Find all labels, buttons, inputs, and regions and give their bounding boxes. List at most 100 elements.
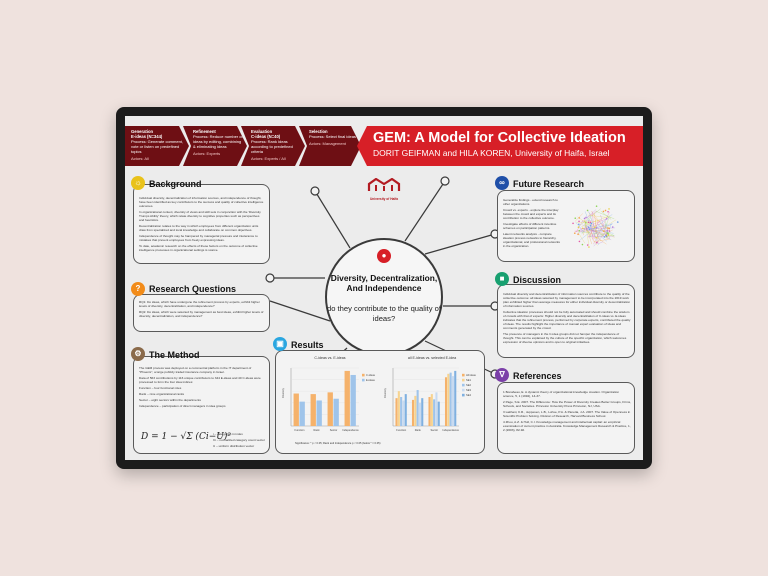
- network-edge: [596, 219, 599, 228]
- network-edge: [600, 210, 612, 220]
- network-node: [587, 226, 590, 229]
- paragraph: Data of 563 contributions by 116 unique …: [139, 376, 261, 384]
- central-subquestion: do they contribute to the quality of ide…: [327, 304, 441, 323]
- stage-process: Process: Select final ideas: [309, 134, 356, 139]
- network-node: [607, 233, 609, 235]
- stage-actors: Actors: Management: [309, 141, 346, 146]
- network-edge: [597, 228, 599, 231]
- chart-bar: [433, 399, 436, 426]
- references-title: References: [513, 371, 562, 381]
- network-edge: [576, 219, 584, 233]
- network-node: [581, 227, 584, 230]
- chart-bar: [449, 372, 452, 426]
- paragraph: The presence of managers in the C-idea g…: [503, 332, 627, 344]
- network-edge: [581, 215, 610, 227]
- chart-bar: [435, 392, 438, 426]
- legend-swatch: [362, 378, 365, 382]
- chart-title: all E-ideas vs. selected E-idea: [407, 356, 457, 360]
- network-node: [587, 221, 590, 224]
- discussion-title: Discussion: [513, 275, 562, 285]
- discussion-text: Individual diversity and decentralizatio…: [503, 292, 631, 346]
- stage-actors: Actors: Experts / All: [251, 156, 286, 161]
- network-node: [608, 227, 611, 230]
- legend-swatch: [462, 383, 465, 387]
- chart-bar: [344, 370, 350, 426]
- chart-bar: [350, 374, 356, 426]
- legend-swatch: [462, 373, 465, 377]
- method-title: The Method: [149, 350, 200, 360]
- central-question: ● Diversity, Decentralization, And Indep…: [325, 238, 443, 356]
- network-node: [588, 246, 590, 248]
- paragraph: Crowd vs. experts - explore the interpla…: [503, 208, 559, 220]
- network-edge: [590, 227, 594, 241]
- paragraph: Independence of thought may be hampered …: [139, 234, 258, 242]
- list-item: Function – four functional roles: [139, 386, 182, 390]
- legend-label: SE1: [466, 378, 471, 382]
- network-node: [606, 230, 609, 232]
- paragraph: To date, academic research on the effect…: [139, 244, 258, 252]
- paragraph: Collective ideation processes should not…: [503, 310, 631, 330]
- chart-title: C-ideas vs. E-ideas: [314, 356, 346, 360]
- stage-process: Process: Reduce number of ideas by editi…: [193, 134, 243, 149]
- network-node: [573, 232, 576, 235]
- chart-bar: [404, 394, 407, 426]
- y-axis-label: Diversity: [383, 387, 387, 398]
- reference-item: 1 Bonabeau, E. A dynamic theory of organ…: [503, 390, 620, 398]
- network-node: [589, 221, 592, 224]
- paragraph: Latent networks analysis - compare ideat…: [503, 232, 560, 248]
- stage-selection: Selection Process: Select final ideas Ac…: [299, 126, 361, 166]
- stage-sub: E-ideas (N=344): [131, 134, 163, 139]
- chart-bar: [447, 373, 450, 426]
- network-node: [595, 241, 598, 244]
- legend-item: U – uniform distribution vector: [213, 444, 255, 448]
- x-tick-label: Independence: [342, 428, 359, 432]
- network-edge: [577, 232, 586, 244]
- paragraph: Generalize findings - extend research to…: [503, 198, 558, 206]
- university-name: University of Haifa: [370, 197, 398, 201]
- network-node: [586, 209, 589, 212]
- references-text: 1 Bonabeau, E. A dynamic theory of organ…: [503, 390, 631, 434]
- network-edge: [590, 210, 605, 229]
- network-edge: [585, 228, 598, 246]
- network-edge: [581, 224, 612, 241]
- network-node: [607, 234, 610, 237]
- poster-title: GEM: A Model for Collective Ideation: [373, 130, 626, 146]
- legend-label: SE4: [466, 393, 471, 397]
- network-edge: [594, 229, 602, 241]
- chart-bar: [418, 402, 421, 426]
- university-logo-mark: [367, 177, 401, 191]
- results-note: Significance: * p < 0.05; Rank and Indep…: [295, 442, 381, 445]
- question-icon: ?: [131, 282, 145, 296]
- chart-bar: [421, 398, 424, 426]
- x-tick-label: Independence: [443, 428, 460, 432]
- list-item: Rank – nine organizational ranks: [139, 392, 185, 396]
- paragraph: The GEM process was deployed on a commer…: [139, 366, 252, 374]
- chart-all-vs-selected: all E-ideas vs. selected E-idea Diversit…: [383, 356, 481, 438]
- network-node: [616, 221, 619, 223]
- chart-bar: [310, 394, 316, 426]
- network-edge: [597, 241, 604, 245]
- network-edge: [587, 209, 597, 218]
- stage-name: Evaluation: [251, 129, 273, 134]
- background-text: Individual diversity, decentralization o…: [139, 196, 265, 254]
- network-edge: [597, 231, 609, 238]
- network-node: [611, 226, 614, 228]
- research-questions-text: RQ1: Do ideas, which have undergone the …: [139, 300, 265, 320]
- chart-bar: [293, 393, 299, 426]
- x-tick-label: Sector: [330, 428, 338, 432]
- chart-bar: [414, 395, 417, 426]
- paragraph: Individual diversity and decentralizatio…: [503, 292, 631, 308]
- title-bar: GEM: A Model for Collective Ideation DOR…: [357, 126, 643, 166]
- network-node: [595, 227, 598, 229]
- legend-item: i – categories in index: [213, 432, 243, 436]
- lightbulb-icon: ●: [377, 249, 391, 263]
- network-node: [604, 209, 607, 212]
- reference-item: 2 Page, S.E. 2007. The Difference: How t…: [503, 400, 631, 408]
- stage-name: Generation: [131, 129, 154, 134]
- x-tick-label: Sector: [431, 428, 439, 432]
- network-node: [574, 217, 577, 219]
- network-node: [589, 224, 592, 227]
- network-node: [578, 220, 580, 223]
- network-node: [572, 222, 574, 225]
